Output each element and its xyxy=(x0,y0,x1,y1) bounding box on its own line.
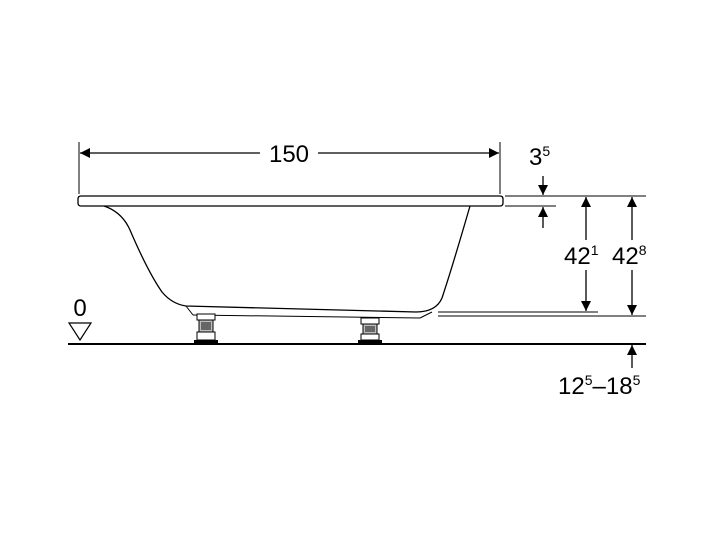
foot-adjust-dimension: 125–185 xyxy=(558,345,641,400)
floor-level-triangle xyxy=(67,322,93,342)
rim-thickness-dimension: 35 xyxy=(529,143,550,228)
height-b-dimension: 428 xyxy=(612,197,647,315)
tub-rim xyxy=(77,195,504,207)
rim-label: 35 xyxy=(529,143,550,171)
tub-base-foot-right xyxy=(419,311,433,319)
foot-right xyxy=(358,317,382,344)
tub-base-line xyxy=(192,314,421,319)
height-extension-lines xyxy=(438,195,646,317)
height-a-label: 421 xyxy=(564,242,599,270)
width-label: 150 xyxy=(269,141,309,168)
floor-label: 0 xyxy=(73,295,86,322)
rim-outline xyxy=(77,195,504,207)
tub-base-foot-left xyxy=(185,305,194,316)
floor: 0 xyxy=(67,295,646,345)
tub-body xyxy=(103,205,471,319)
height-a-dimension: 421 xyxy=(564,197,599,311)
height-b-label: 428 xyxy=(612,242,647,270)
tub-body-outline xyxy=(103,205,471,313)
adjust-label: 125–185 xyxy=(558,372,641,400)
width-dimension: 150 xyxy=(78,141,501,194)
foot-left xyxy=(194,313,218,344)
